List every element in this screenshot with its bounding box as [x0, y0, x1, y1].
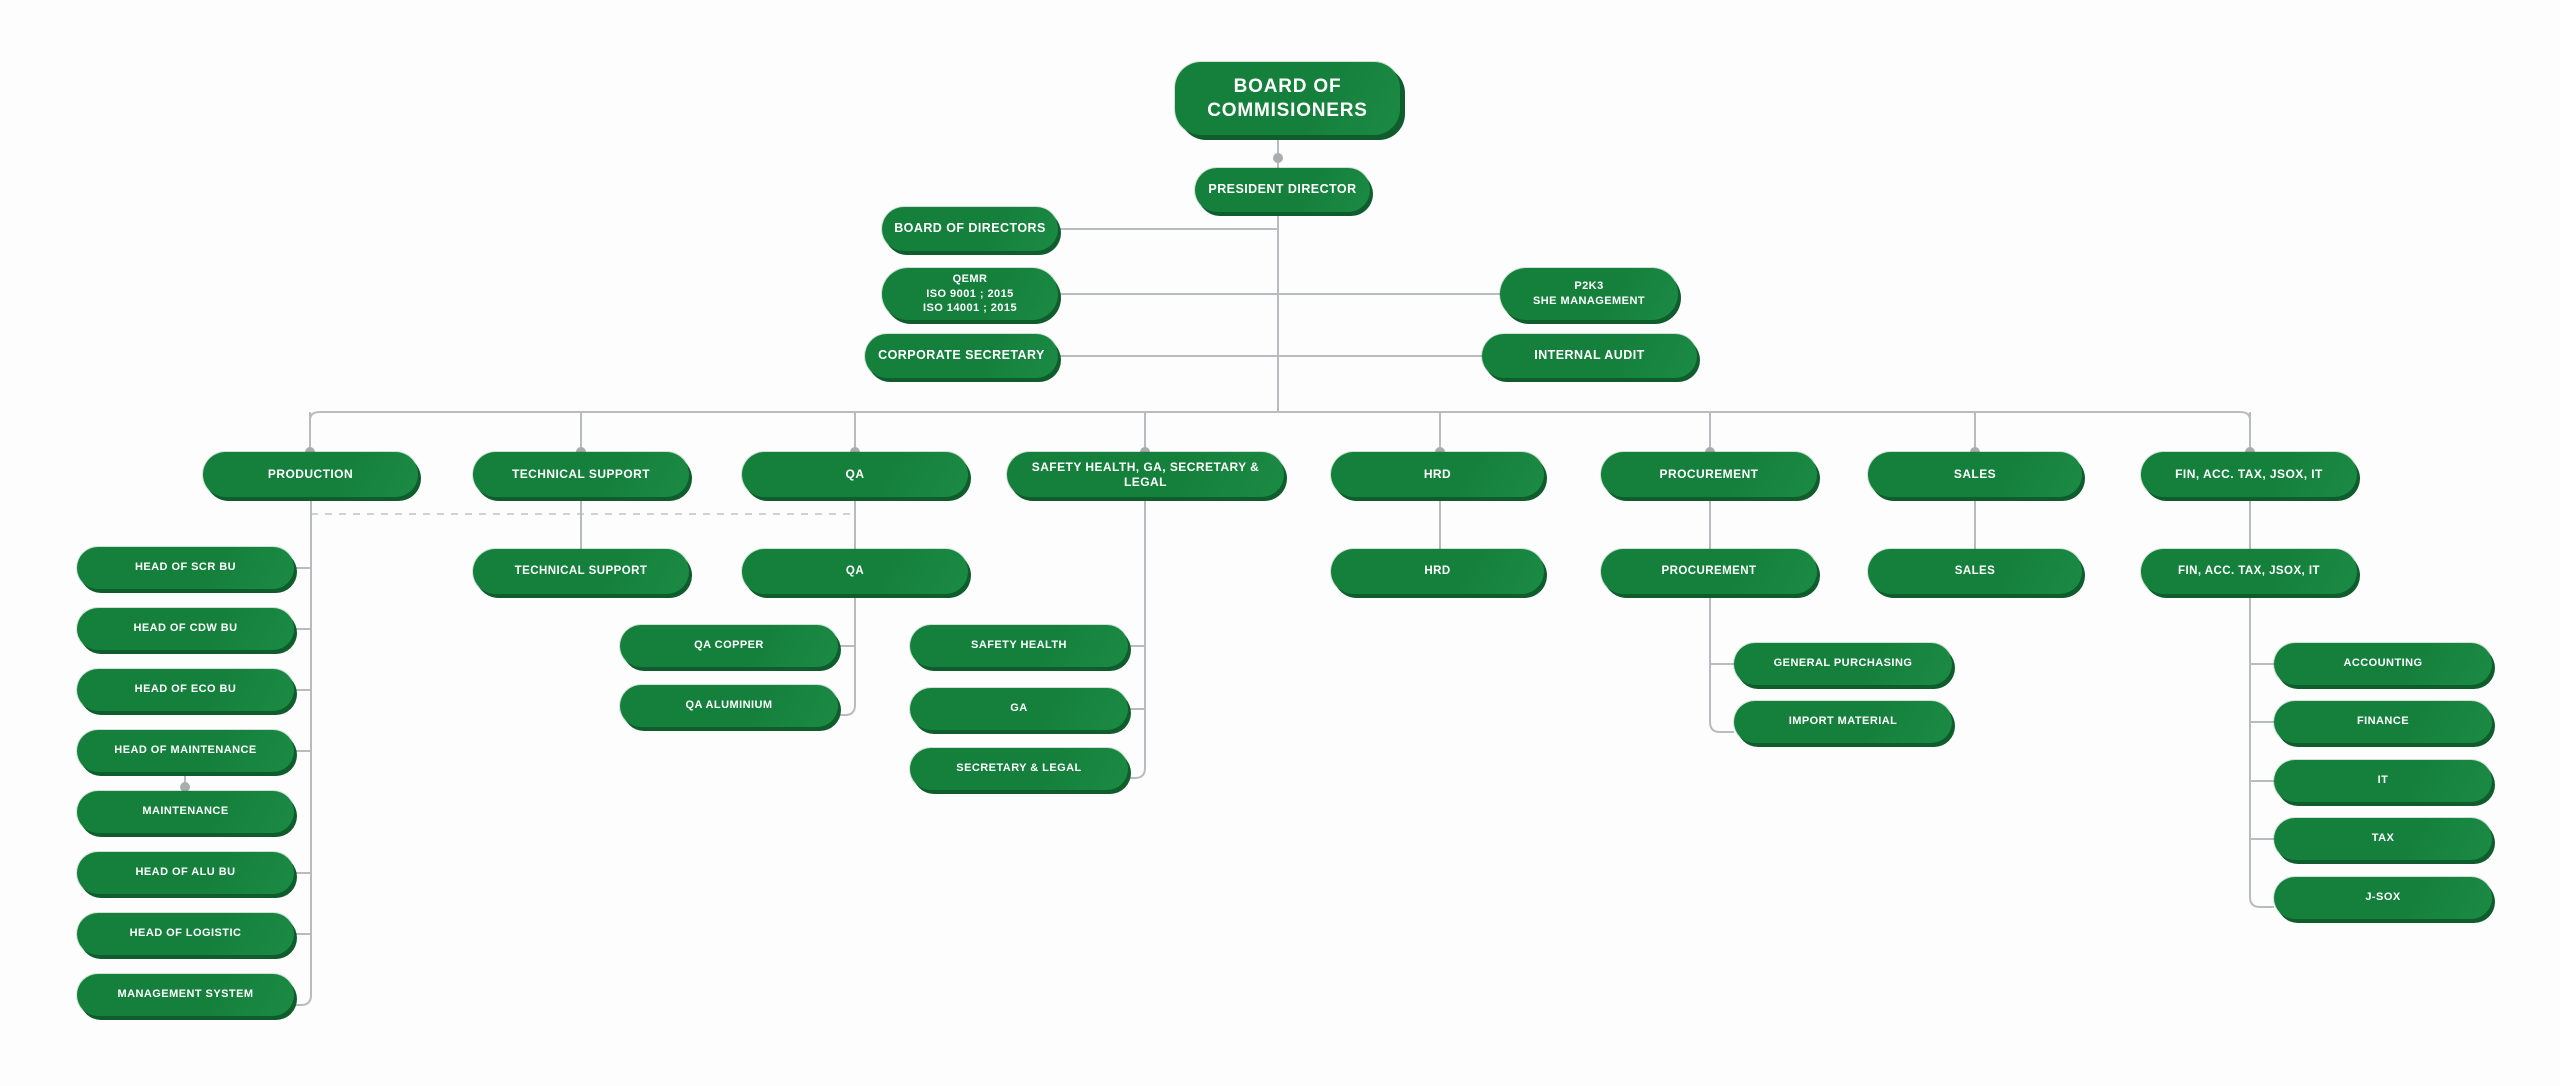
wire-procurement-spine — [1709, 575, 1734, 733]
node-import-material[interactable]: IMPORT MATERIAL — [1734, 701, 1952, 743]
node-board-of-directors[interactable]: BOARD OF DIRECTORS — [882, 207, 1058, 251]
node-section-procurement[interactable]: PROCUREMENT — [1601, 549, 1817, 594]
node-board-of-commisioners[interactable]: BOARD OF COMMISIONERS — [1175, 62, 1400, 135]
node-label: PRODUCTION — [267, 467, 354, 482]
node-maintenance[interactable]: MAINTENANCE — [77, 791, 294, 833]
node-label: CORPORATE SECRETARY — [878, 348, 1045, 363]
node-qa-aluminium[interactable]: QA ALUMINIUM — [620, 685, 838, 727]
node-label: TECHNICAL SUPPORT — [511, 467, 651, 482]
node-label: MANAGEMENT SYSTEM — [117, 988, 254, 1001]
node-department-technical-support[interactable]: TECHNICAL SUPPORT — [473, 452, 689, 497]
node-p2k3-she-management[interactable]: P2K3 SHE MANAGEMENT — [1500, 268, 1678, 320]
node-label: SAFETY HEALTH — [971, 639, 1067, 652]
node-safety-health[interactable]: SAFETY HEALTH — [910, 625, 1128, 667]
node-label: HEAD OF SCR BU — [134, 561, 237, 574]
node-label: BOARD OF DIRECTORS — [894, 221, 1046, 236]
node-internal-audit[interactable]: INTERNAL AUDIT — [1482, 334, 1697, 378]
node-management-system[interactable]: MANAGEMENT SYSTEM — [77, 974, 294, 1016]
node-department-hrd[interactable]: HRD — [1331, 452, 1544, 497]
node-department-qa[interactable]: QA — [742, 452, 968, 497]
node-label: HEAD OF ECO BU — [134, 683, 237, 696]
node-label: BOARD OF COMMISIONERS — [1207, 76, 1368, 121]
node-label: SALES — [1953, 467, 1997, 482]
node-department-fin-acc-tax-jsox-it[interactable]: FIN, ACC. TAX, JSOX, IT — [2141, 452, 2357, 497]
node-it[interactable]: IT — [2274, 760, 2492, 802]
node-label: TAX — [2371, 832, 2395, 845]
node-label: PRESIDENT DIRECTOR — [1208, 182, 1357, 197]
node-accounting[interactable]: ACCOUNTING — [2274, 643, 2492, 685]
node-label: FINANCE — [2356, 715, 2410, 728]
wire-finance-spine — [2249, 575, 2274, 908]
node-ga[interactable]: GA — [910, 688, 1128, 730]
node-section-qa[interactable]: QA — [742, 549, 968, 594]
node-corporate-secretary[interactable]: CORPORATE SECRETARY — [865, 334, 1058, 378]
node-section-technical-support[interactable]: TECHNICAL SUPPORT — [473, 549, 689, 594]
node-department-safety-health-ga-secretary-legal[interactable]: SAFETY HEALTH, GA, SECRETARY & LEGAL — [1007, 452, 1284, 497]
node-label: HEAD OF MAINTENANCE — [114, 744, 257, 757]
node-section-sales[interactable]: SALES — [1868, 549, 2082, 594]
node-label: SECRETARY & LEGAL — [956, 762, 1082, 775]
node-label: HEAD OF LOGISTIC — [129, 927, 242, 940]
node-label: SAFETY HEALTH, GA, SECRETARY & LEGAL — [1031, 459, 1260, 489]
connector-dot-president — [1273, 153, 1283, 163]
node-head-of-maintenance[interactable]: HEAD OF MAINTENANCE — [77, 730, 294, 772]
node-section-hrd[interactable]: HRD — [1331, 549, 1544, 594]
node-label: HEAD OF ALU BU — [135, 866, 236, 879]
node-tax[interactable]: TAX — [2274, 818, 2492, 860]
node-label: QA — [845, 565, 865, 578]
node-label: IT — [2377, 774, 2389, 787]
node-general-purchasing[interactable]: GENERAL PURCHASING — [1734, 643, 1952, 685]
node-label: SALES — [1954, 565, 1996, 578]
node-department-production[interactable]: PRODUCTION — [203, 452, 418, 497]
node-label: GENERAL PURCHASING — [1773, 657, 1913, 670]
node-department-sales[interactable]: SALES — [1868, 452, 2082, 497]
node-label: FIN, ACC. TAX, JSOX, IT — [2175, 467, 2323, 482]
node-label: INTERNAL AUDIT — [1534, 348, 1645, 363]
node-label: QA — [845, 467, 865, 482]
node-head-of-cdw-bu[interactable]: HEAD OF CDW BU — [77, 608, 294, 650]
node-secretary-legal[interactable]: SECRETARY & LEGAL — [910, 748, 1128, 790]
node-section-fin-acc-tax-jsox-it[interactable]: FIN, ACC. TAX, JSOX, IT — [2141, 549, 2357, 594]
node-department-procurement[interactable]: PROCUREMENT — [1601, 452, 1817, 497]
wire-production-spine — [295, 497, 312, 1006]
node-label: ACCOUNTING — [2343, 657, 2423, 670]
node-label: HEAD OF CDW BU — [133, 622, 238, 635]
node-president-director[interactable]: PRESIDENT DIRECTOR — [1195, 168, 1370, 212]
node-head-of-eco-bu[interactable]: HEAD OF ECO BU — [77, 669, 294, 711]
wire-qa-spine — [838, 575, 856, 716]
node-label: PROCUREMENT — [1659, 467, 1759, 482]
node-label: FIN, ACC. TAX, JSOX, IT — [2178, 565, 2320, 578]
node-label: QA COPPER — [694, 639, 764, 652]
node-finance[interactable]: FINANCE — [2274, 701, 2492, 743]
node-label: IMPORT MATERIAL — [1788, 715, 1898, 728]
node-label: J-SOX — [2365, 891, 2401, 904]
node-label: GA — [1010, 702, 1028, 715]
node-head-of-alu-bu[interactable]: HEAD OF ALU BU — [77, 852, 294, 894]
node-label: HRD — [1424, 565, 1451, 578]
node-qa-copper[interactable]: QA COPPER — [620, 625, 838, 667]
node-head-of-scr-bu[interactable]: HEAD OF SCR BU — [77, 547, 294, 589]
node-label: QEMR ISO 9001 ; 2015 ISO 14001 ; 2015 — [922, 272, 1018, 315]
node-label: QA ALUMINIUM — [685, 699, 773, 712]
node-label: MAINTENANCE — [142, 805, 229, 818]
node-label: HRD — [1423, 467, 1452, 482]
node-j-sox[interactable]: J-SOX — [2274, 877, 2492, 919]
node-label: P2K3 SHE MANAGEMENT — [1532, 280, 1646, 307]
node-label: PROCUREMENT — [1661, 565, 1757, 578]
node-head-of-logistic[interactable]: HEAD OF LOGISTIC — [77, 913, 294, 955]
wire-safety-spine — [1128, 497, 1146, 779]
node-label: TECHNICAL SUPPORT — [514, 565, 648, 578]
node-qemr[interactable]: QEMR ISO 9001 ; 2015 ISO 14001 ; 2015 — [882, 268, 1058, 320]
